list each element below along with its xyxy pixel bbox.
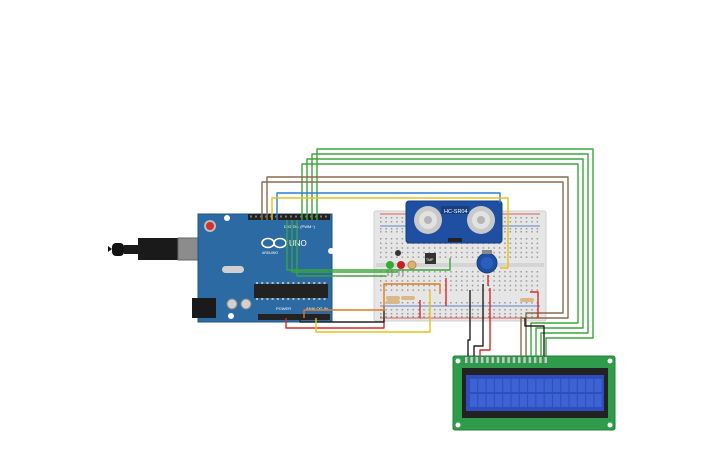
- wire-black-gnd: [299, 306, 385, 323]
- crystal: [222, 266, 244, 273]
- wire-yellow-sensor: [271, 197, 509, 269]
- digital-label: DIGITAL (PWM~): [284, 224, 316, 229]
- wire-orange-analog: [303, 283, 441, 318]
- potentiometer[interactable]: [476, 250, 498, 274]
- wire-black-backlight: [524, 318, 545, 356]
- wires: [261, 148, 594, 356]
- wire-green-2: [311, 153, 589, 356]
- wire-green-4: [301, 163, 579, 356]
- wire-red-lcd: [479, 288, 491, 356]
- brand-label: ARDUINO: [262, 251, 278, 255]
- lcd-16x2: [452, 355, 616, 431]
- atmega-chip: [254, 284, 328, 298]
- temperature-sensor: TMP: [395, 250, 436, 264]
- wire-black-lcd-2: [473, 284, 484, 356]
- arduino-logo: [261, 237, 287, 249]
- wire-red-backlight: [530, 291, 539, 318]
- lcd-character-cells: [470, 379, 602, 407]
- svg-text:TMP: TMP: [426, 258, 434, 262]
- power-jack: [192, 298, 216, 318]
- power-label: POWER: [276, 306, 291, 311]
- wire-green-3: [306, 158, 584, 356]
- wire-green-sensor: [286, 220, 451, 271]
- photoresistor: [407, 260, 417, 270]
- wire-green-led-2: [291, 220, 398, 273]
- wire-black-lcd: [467, 290, 471, 356]
- ultrasonic-sensor: HC-SR04: [405, 200, 503, 244]
- usb-connector: [138, 238, 178, 260]
- wire-green-1: [316, 148, 594, 356]
- wire-red-5v: [285, 318, 385, 329]
- wire-brown-1: [266, 176, 569, 356]
- analog-label: ANALOG IN: [306, 306, 328, 311]
- usb-cable-plug: [112, 243, 124, 256]
- wire-green-led: [296, 220, 386, 277]
- arduino-uno: UNO ARDUINO DIGITAL (PWM~) POWER ANALOG …: [108, 213, 334, 323]
- reset-button[interactable]: [204, 220, 216, 232]
- model-label: UNO: [289, 239, 307, 248]
- resistors: [386, 296, 534, 304]
- wire-yellow-analog: [315, 290, 431, 333]
- wire-brown-2: [261, 181, 564, 356]
- sensor-label: HC-SR04: [444, 209, 468, 215]
